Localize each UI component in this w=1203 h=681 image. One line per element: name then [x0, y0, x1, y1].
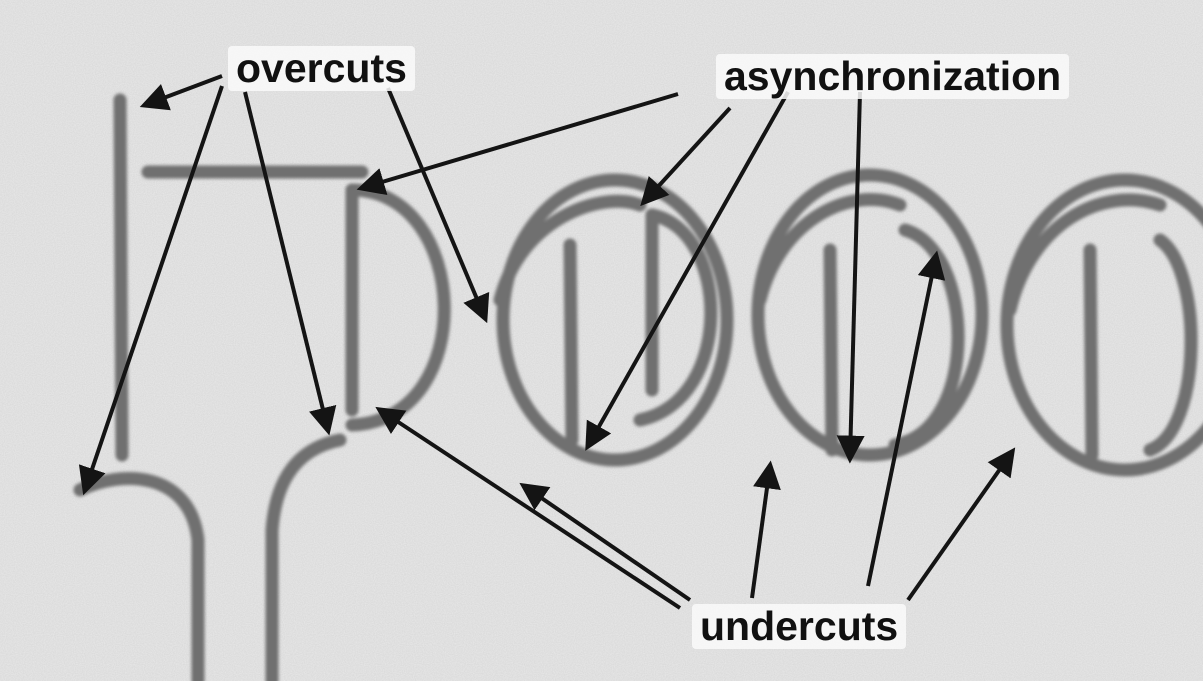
asynchronization-label: asynchronization: [716, 54, 1069, 99]
left-vertical-groove: [120, 100, 122, 455]
overcuts-label: overcuts: [228, 46, 415, 91]
inner-stem-3: [830, 250, 832, 450]
undercuts-label: undercuts: [692, 604, 906, 649]
inner-stem-4: [1090, 250, 1092, 455]
inner-stem-1: [570, 245, 572, 440]
